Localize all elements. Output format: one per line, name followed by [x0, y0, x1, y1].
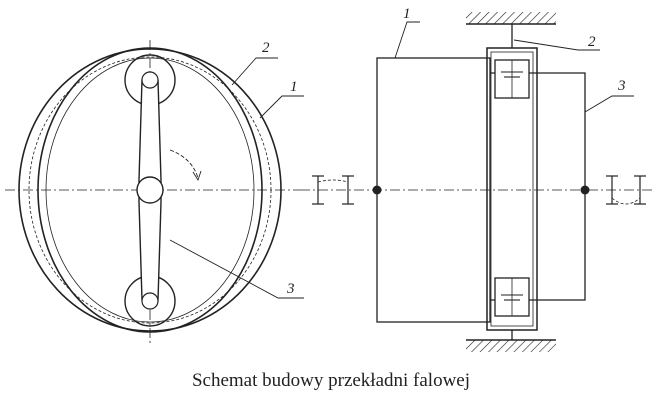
leader-3-left [169, 239, 304, 299]
right-view [300, 12, 655, 352]
input-pivot [372, 185, 382, 195]
leader-1-left [259, 95, 304, 119]
left-label-3: 3 [286, 281, 295, 297]
leader-2-right [513, 39, 600, 51]
top-ground-hatch [466, 12, 556, 24]
output-pivot [580, 185, 590, 195]
rigid-wheel-inner [28, 56, 272, 324]
output-bearing [606, 175, 646, 205]
bottom-ground-hatch [466, 340, 556, 352]
bottom-pin [141, 292, 159, 310]
rotation-arrowhead [192, 170, 202, 182]
input-bearing [312, 175, 354, 205]
leader-3-right [584, 95, 634, 113]
rotation-arrow [169, 149, 199, 179]
left-view [5, 40, 304, 345]
left-label-1: 1 [290, 79, 298, 95]
flexible-wheel [37, 47, 263, 333]
rigid-wheel-outer [18, 48, 282, 332]
rigid-wheel-body-inner [490, 51, 534, 327]
flexible-wheel-inner [45, 57, 255, 323]
leader-2-left [231, 57, 278, 86]
top-pin [141, 71, 159, 89]
hub [136, 176, 164, 204]
right-label-3: 3 [617, 78, 626, 94]
right-label-1: 1 [403, 6, 411, 22]
figure-caption: Schemat budowy przekładni falowej [191, 370, 471, 391]
right-label-2: 2 [588, 34, 596, 50]
left-label-2: 2 [262, 40, 270, 56]
leader-1-right [394, 21, 420, 59]
